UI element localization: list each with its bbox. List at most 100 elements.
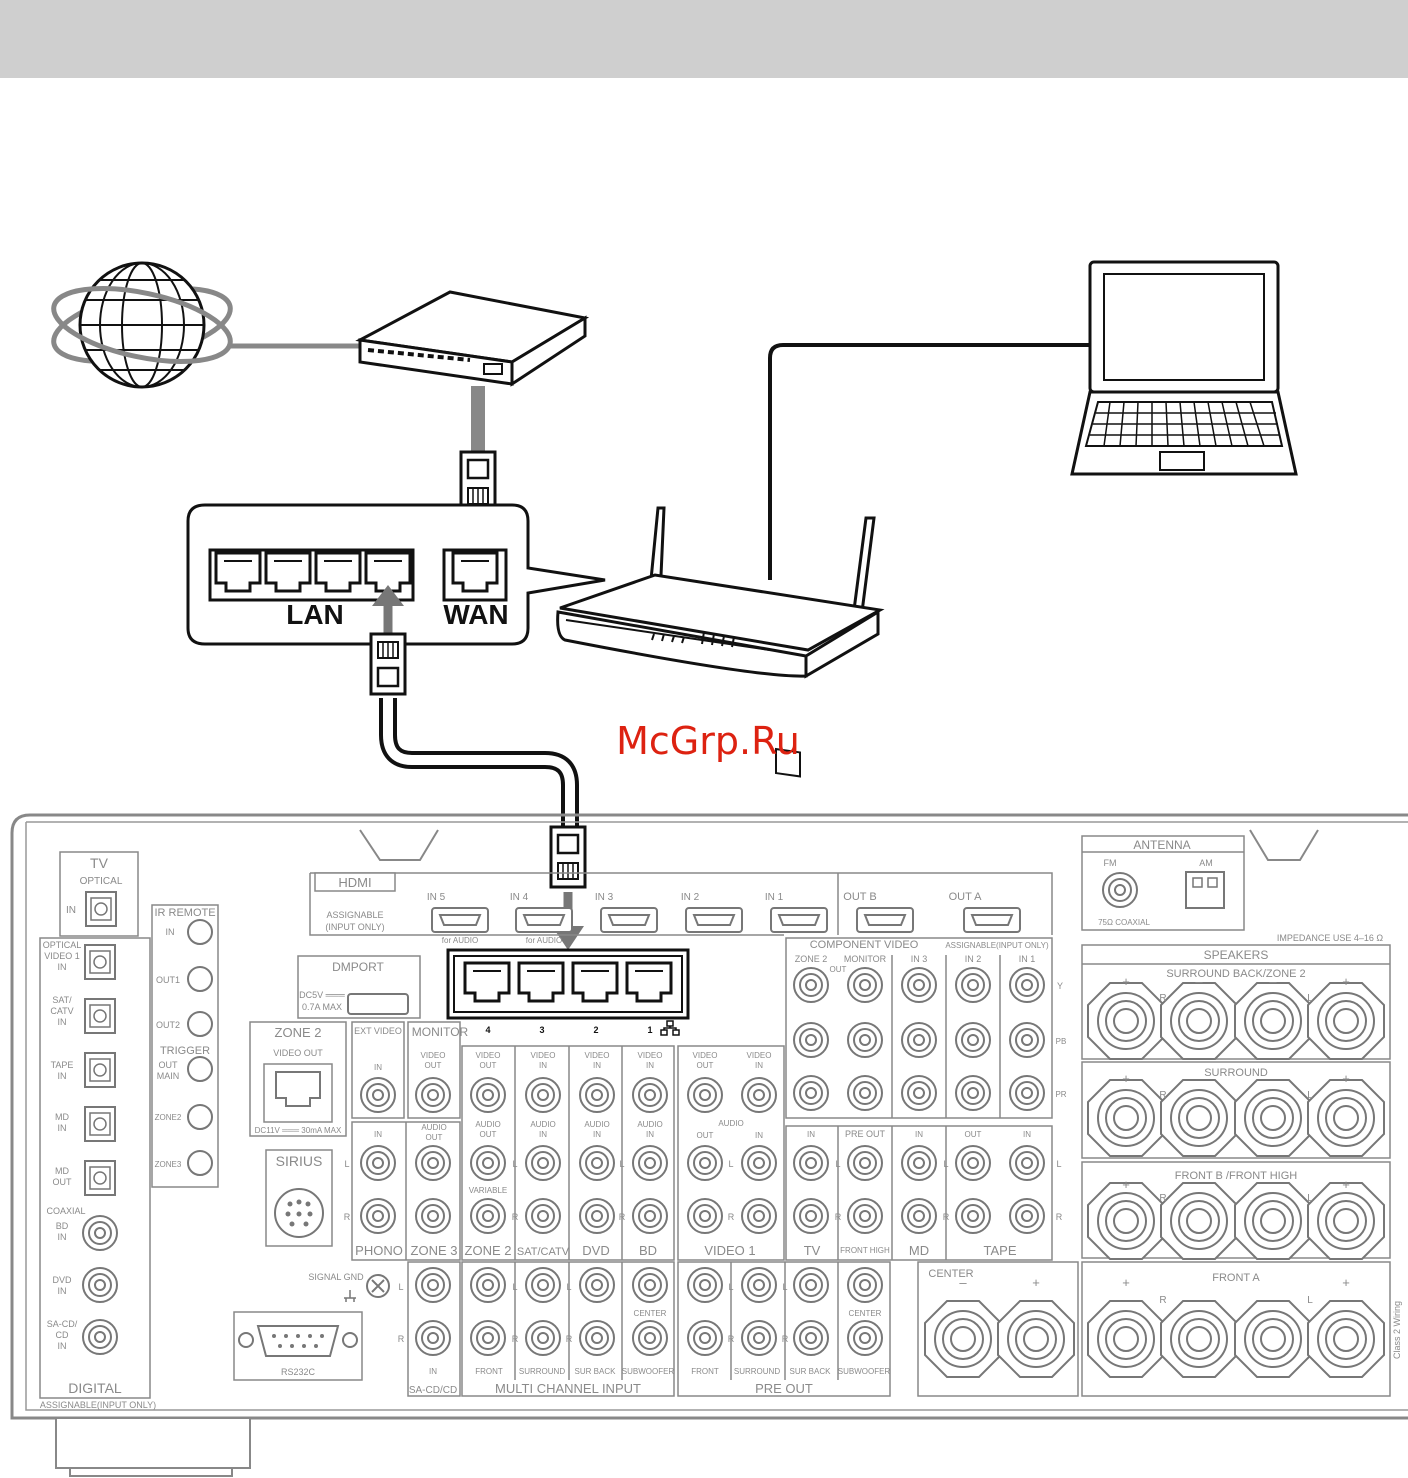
svg-text:L: L [512,1159,517,1169]
svg-text:R: R [566,1334,573,1344]
svg-text:IN: IN [58,1286,67,1296]
svg-text:Class 2 Wiring: Class 2 Wiring [1392,1301,1402,1359]
svg-text:FRONT HIGH: FRONT HIGH [840,1246,890,1255]
svg-text:VIDEO: VIDEO [421,1051,446,1060]
svg-text:+: + [1122,1275,1130,1290]
svg-text:SURROUND: SURROUND [734,1367,780,1376]
preout-surround-r-jack-icon [741,1320,777,1356]
comp-zone2-y-jack-icon [793,967,829,1003]
receiver-rear-panel: TV OPTICAL IN IR REMOTE IN OUT1 OUT2 TRI… [10,813,1408,1477]
speaker-frontb-plus-l-icon [1307,1182,1385,1260]
digital-label: DIGITAL [68,1380,122,1396]
svg-text:–: – [1269,974,1277,989]
zone3-r-jack-icon [415,1198,451,1234]
svg-text:AUDIO: AUDIO [421,1123,446,1132]
tv-in-label: IN [66,905,76,916]
hdmi-out-b-port-icon [856,907,914,933]
preout-front-r-jack-icon [687,1320,723,1356]
svg-text:R: R [398,1334,405,1344]
ir-out2-jack-icon [187,1011,213,1037]
svg-text:IMPEDANCE USE 4–16 Ω: IMPEDANCE USE 4–16 Ω [1277,933,1384,943]
svg-text:FRONT: FRONT [691,1367,719,1376]
am-antenna-terminal-icon [1185,871,1225,909]
mci-front-r-jack-icon [470,1320,506,1356]
tv-optical-label: OPTICAL [80,876,123,887]
sat-audio-l-jack-icon [525,1145,561,1181]
sacd-l-jack-icon [415,1267,451,1303]
comp-monitor-pr-jack-icon [847,1075,883,1111]
svg-text:COAXIAL: COAXIAL [46,1206,85,1216]
svg-text:IN 5: IN 5 [427,892,446,903]
svg-text:OUT: OUT [480,1061,497,1070]
sat-video-in-jack-icon [525,1077,561,1113]
svg-text:BD: BD [56,1221,69,1231]
speaker-surround-plus-r-icon [1087,1079,1165,1157]
svg-text:+: + [1122,974,1130,989]
monitor-video-out-jack-icon [415,1077,451,1113]
svg-text:–: – [959,1275,967,1290]
hdmi-label: HDMI [338,875,371,890]
svg-text:SAT/: SAT/ [52,995,72,1005]
mci-surround-r-jack-icon [525,1320,561,1356]
svg-text:ASSIGNABLE(INPUT ONLY): ASSIGNABLE(INPUT ONLY) [40,1400,156,1410]
svg-text:SUR BACK: SUR BACK [575,1367,617,1376]
optical-tape-jack-icon [84,1052,116,1088]
svg-text:L: L [566,1282,571,1292]
tv-optical-jack-icon [85,891,117,927]
svg-text:R: R [1159,1295,1166,1306]
svg-text:SUR BACK: SUR BACK [790,1367,832,1376]
trigger-label: TRIGGER [160,1045,210,1057]
svg-text:R: R [1159,1090,1166,1101]
md-r-jack-icon [901,1198,937,1234]
svg-text:OPTICAL: OPTICAL [43,940,82,950]
svg-text:ZONE 3: ZONE 3 [411,1243,458,1258]
svg-text:R: R [835,1212,842,1222]
svg-text:CENTER: CENTER [849,1309,882,1318]
svg-text:IN: IN [539,1130,547,1139]
svg-text:VIDEO: VIDEO [638,1051,663,1060]
speaker-frontb-minus-l-icon [1234,1182,1312,1260]
lan-arrow-icon [372,585,404,634]
svg-text:BD: BD [639,1243,657,1258]
speaker-surround-minus-l-icon [1234,1079,1312,1157]
mci-surround-l-jack-icon [525,1267,561,1303]
svg-text:SIRIUS: SIRIUS [276,1153,323,1169]
header-bar [0,0,1408,78]
svg-text:L: L [728,1159,733,1169]
svg-text:VIDEO: VIDEO [476,1051,501,1060]
video1-audio-out-l-jack-icon [687,1145,723,1181]
svg-text:IN: IN [646,1061,654,1070]
svg-text:FRONT: FRONT [475,1367,503,1376]
svg-text:1: 1 [647,1025,652,1035]
svg-text:IN: IN [374,1063,382,1072]
video1-audio-in-l-jack-icon [741,1145,777,1181]
zone3-l-jack-icon [415,1145,451,1181]
svg-text:ANTENNA: ANTENNA [1133,838,1190,852]
svg-text:VIDEO: VIDEO [693,1051,718,1060]
hdmi-in2-port-icon [685,907,743,933]
zone2-audio-l-jack-icon [470,1145,506,1181]
svg-text:IN 2: IN 2 [965,954,982,964]
speaker-fronta-plus-l-icon [1307,1300,1385,1378]
svg-text:SURROUND: SURROUND [1204,1067,1268,1079]
svg-text:IN: IN [58,1017,67,1027]
mci-front-l-jack-icon [470,1267,506,1303]
bd-video-in-jack-icon [632,1077,668,1113]
svg-text:EXT VIDEO: EXT VIDEO [354,1026,402,1036]
ir-in-jack-icon [187,919,213,945]
ir-remote-label: IR REMOTE [154,907,215,919]
svg-text:OUT: OUT [697,1131,714,1140]
mci-surback-l-jack-icon [579,1267,615,1303]
svg-text:MD: MD [909,1243,929,1258]
svg-text:L: L [835,1159,840,1169]
hdmi-in1-port-icon [770,907,828,933]
svg-text:L: L [782,1282,787,1292]
svg-text:IN: IN [915,1130,923,1139]
ir-out1-jack-icon [187,966,213,992]
svg-text:IN: IN [1023,1130,1031,1139]
svg-text:SIGNAL GND: SIGNAL GND [308,1272,364,1282]
svg-text:4: 4 [485,1025,490,1035]
tv-label: TV [90,855,109,871]
svg-text:L: L [619,1159,624,1169]
